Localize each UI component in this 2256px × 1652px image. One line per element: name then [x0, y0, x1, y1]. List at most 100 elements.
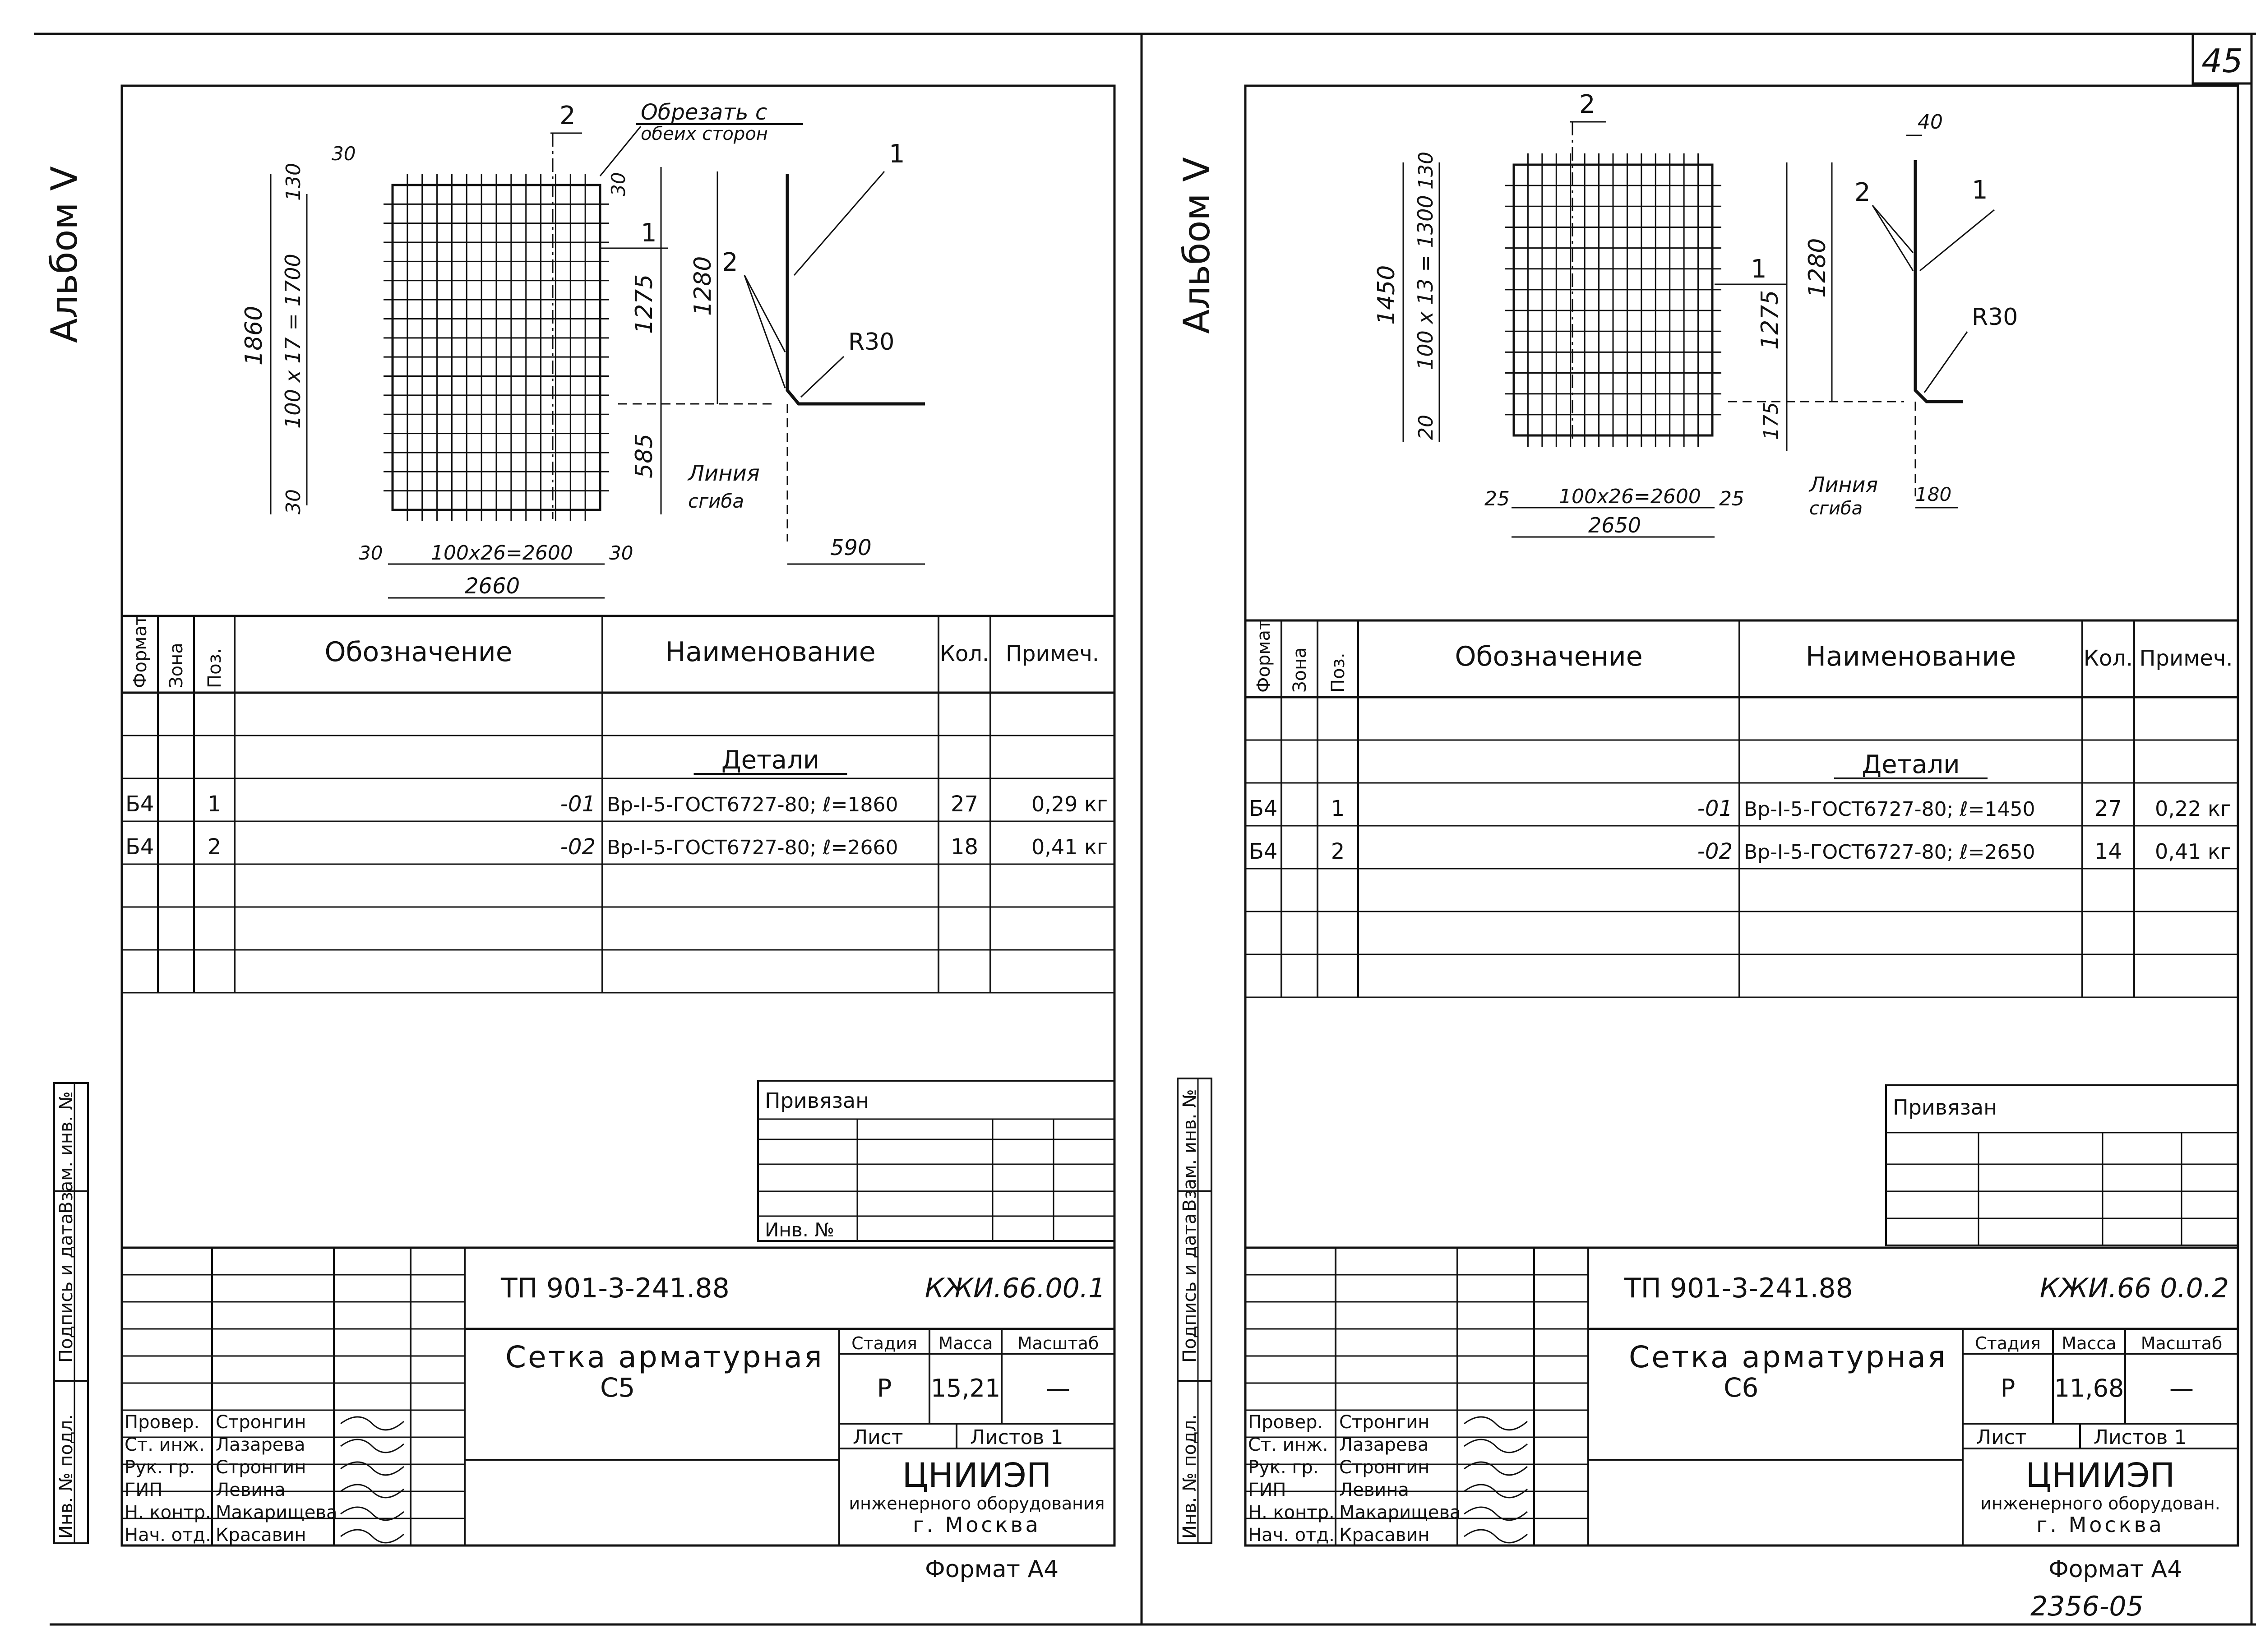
spec-cell-format: Б4 — [125, 791, 154, 817]
signature-mark — [340, 1484, 404, 1499]
spec-header-1: Зона — [166, 643, 187, 688]
dim-top30-1: 30 — [332, 143, 356, 165]
spec-header-1: Зона — [1290, 647, 1310, 693]
signer-name: Макарищева — [1339, 1502, 1461, 1523]
spec-cell-note: 0,41 кг — [2155, 839, 2231, 864]
spec-cell-designation: -01 — [1697, 796, 1733, 821]
spec-header-5: Кол. — [2084, 646, 2133, 671]
signer-role: Ст. инж. — [125, 1435, 205, 1455]
stage-value: Р — [877, 1374, 892, 1402]
dim-585-1: 585 — [631, 434, 658, 478]
mesh-grid-2 — [1505, 153, 1721, 447]
spec-cell-pos: 1 — [1331, 796, 1345, 821]
organization-subtitle: инженерного оборудован. — [1980, 1494, 2220, 1513]
dim-175-2: 175 — [1760, 402, 1783, 440]
title-block-frame — [1244, 1246, 2239, 1547]
project-number: ТП 901-3-241.88 — [1624, 1273, 1853, 1304]
organization-name: ЦНИИЭП — [902, 1456, 1051, 1495]
side-label-1: Подпись и дата — [1179, 1213, 1200, 1363]
scale-value: — — [2169, 1374, 2194, 1402]
mass-value: 15,21 — [931, 1374, 1001, 1402]
spec-cell-qty: 14 — [2094, 839, 2122, 864]
mass-value: 11,68 — [2054, 1374, 2124, 1402]
signer-role: Рук. гр. — [1248, 1457, 1319, 1478]
privyazan-label-1: Привязан — [765, 1088, 869, 1113]
spec-cell-pos: 1 — [208, 791, 222, 817]
sheet-2: Альбом V 2 1 40 2 1 R30 Линия сгиба — [1176, 84, 2239, 1583]
spec-cell-pos: 2 — [1331, 839, 1345, 864]
scale-label: Масштаб — [2141, 1333, 2223, 1353]
dim-1275-1: 1275 — [631, 274, 658, 334]
stage-label: Стадия — [1975, 1333, 2041, 1353]
spec-header-2: Поз. — [1328, 652, 1349, 693]
signer-role: Провер. — [125, 1412, 199, 1433]
signature-mark — [1464, 1529, 1528, 1544]
sheets-count-label: Листов 1 — [2094, 1426, 2187, 1449]
signer-role: Провер. — [1248, 1412, 1323, 1433]
dim-1275-2: 1275 — [1757, 290, 1784, 350]
spec-cell-qty: 27 — [951, 791, 978, 817]
dim-right25-2: 25 — [1719, 487, 1744, 510]
organization-city: г. Москва — [913, 1513, 1041, 1537]
dim-right30b-1: 30 — [609, 542, 633, 564]
dim-total-w-2: 2650 — [1588, 513, 1641, 537]
drawing-title-mark: С6 — [1724, 1372, 1758, 1403]
pos-2b-label-1: 2 — [722, 248, 738, 277]
mass-label: Масса — [938, 1333, 993, 1353]
spec-header-0: Формат — [1253, 620, 1274, 693]
scale-value: — — [1046, 1374, 1070, 1402]
sheet-label: Лист — [1976, 1426, 2027, 1449]
signer-role: Ст. инж. — [1248, 1435, 1328, 1455]
spec-header-0: Формат — [130, 615, 151, 688]
album-label-2: Альбом V — [1176, 157, 1218, 334]
signer-role: Н. контр. — [1248, 1502, 1335, 1523]
privyazan-label-2: Привязан — [1893, 1095, 1997, 1120]
signer-name: Левина — [1339, 1480, 1409, 1500]
pos-1b-label-2: 1 — [1972, 176, 1988, 205]
spec-cell-name: Вр-I-5-ГОСТ6727-80; ℓ=2660 — [607, 836, 898, 859]
mesh-drawing-1: Обрезать с обеих сторон 2 1 2 1 R30 Лини… — [240, 100, 925, 599]
signer-name: Макарищева — [216, 1502, 337, 1523]
format-label-2: Формат А4 — [2048, 1556, 2182, 1583]
signer-name: Стронгин — [216, 1412, 306, 1433]
spec-cell-designation: -01 — [560, 791, 596, 817]
mass-label: Масса — [2062, 1333, 2116, 1353]
page-number: 45 — [2201, 42, 2243, 80]
dim-top-1: 130 — [282, 163, 305, 201]
pos-40-label-2: 40 — [1918, 111, 1943, 134]
pos-2b-label-2: 2 — [1854, 178, 1871, 207]
bend-line-label-1b: сгиба — [688, 490, 744, 512]
bend-line-label-2a: Линия — [1808, 472, 1878, 497]
signer-role: Н. контр. — [125, 1502, 211, 1523]
spec-cell-name: Вр-I-5-ГОСТ6727-80; ℓ=2650 — [1744, 841, 2035, 864]
side-stamp-frame — [1177, 1078, 1212, 1544]
organization-city: г. Москва — [2036, 1513, 2164, 1537]
signer-name: Лазарева — [1339, 1435, 1428, 1455]
bar-profile-1 — [786, 174, 925, 406]
pos-1b-label-1: 1 — [889, 139, 905, 169]
signature-mark — [1464, 1506, 1528, 1521]
dim-bottom30-1: 30 — [282, 489, 305, 514]
signer-role: ГИП — [125, 1480, 162, 1500]
spec-cell-format: Б4 — [125, 834, 154, 860]
spec-section-title: Детали — [721, 745, 819, 775]
signer-name: Стронгин — [216, 1457, 306, 1478]
drawing-title-mark: С5 — [600, 1372, 635, 1403]
mesh-grid-1 — [384, 174, 609, 521]
pos-2-label-1: 2 — [559, 101, 576, 130]
signer-role: ГИП — [1248, 1480, 1286, 1500]
signer-role: Рук. гр. — [125, 1457, 195, 1478]
spec-cell-note: 0,41 кг — [1031, 835, 1108, 859]
drawing-title: Сетка арматурная — [1629, 1340, 1947, 1374]
side-label-0: Инв. № подл. — [56, 1414, 77, 1539]
dim-right30-1: 30 — [607, 172, 629, 196]
project-number: ТП 901-3-241.88 — [500, 1273, 730, 1304]
sheets-count-label: Листов 1 — [970, 1426, 1063, 1449]
spec-section-title: Детали — [1862, 750, 1960, 779]
dim-1280-2: 1280 — [1804, 238, 1831, 298]
stage-label: Стадия — [851, 1333, 917, 1353]
